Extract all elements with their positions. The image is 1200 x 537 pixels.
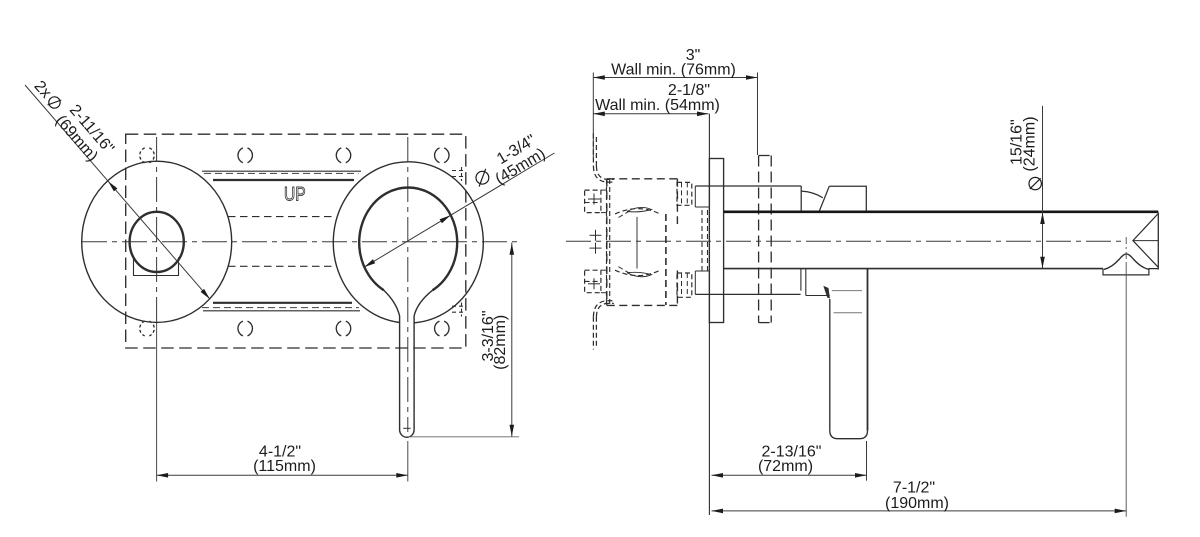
svg-text:3-3/16": 3-3/16" xyxy=(480,310,497,361)
svg-text:2x: 2x xyxy=(31,78,55,102)
svg-text:(115mm): (115mm) xyxy=(253,458,316,475)
svg-text:(82mm): (82mm) xyxy=(492,315,509,370)
svg-text:4-1/2": 4-1/2" xyxy=(259,444,301,461)
svg-text:3": 3" xyxy=(686,47,701,64)
svg-text:7-1/2": 7-1/2" xyxy=(893,480,935,497)
svg-text:Wall min. (76mm): Wall min. (76mm) xyxy=(611,62,736,79)
svg-text:15/16": 15/16" xyxy=(1009,119,1026,165)
svg-text:(190mm): (190mm) xyxy=(885,495,949,512)
svg-text:(72mm): (72mm) xyxy=(758,458,813,475)
svg-text:(24mm): (24mm) xyxy=(1022,116,1039,171)
svg-text:2-1/8": 2-1/8" xyxy=(668,82,710,99)
svg-text:Wall min. (54mm): Wall min. (54mm) xyxy=(595,97,720,114)
svg-text:UP: UP xyxy=(284,183,306,205)
svg-text:2-13/16": 2-13/16" xyxy=(762,444,822,461)
